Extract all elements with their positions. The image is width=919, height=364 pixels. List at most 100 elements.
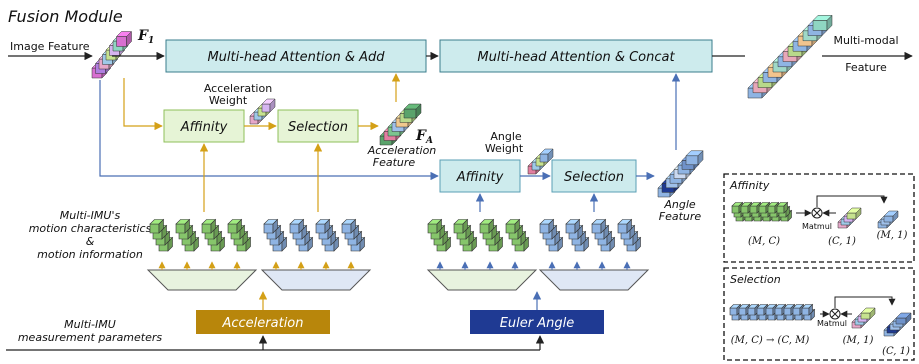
affinity-inset-arrow-3 [816, 195, 888, 207]
angle-blue-c1-r0-front [565, 223, 576, 234]
selection-matmul-label: Matmul [817, 319, 847, 328]
angle-green-c2-r0-side [488, 218, 494, 234]
accel-blue-c0-r0-side [272, 218, 278, 234]
f1-label: F1 [137, 28, 154, 46]
selection-inset-label-2: (M, 1) [843, 335, 874, 346]
insA-mat-c3-r0-front [758, 205, 767, 214]
insS-mat-c8-r0-side [808, 303, 813, 316]
accel-green-c3-r0-front [227, 223, 238, 234]
selection-inset-title: Selection [730, 273, 781, 286]
fa-label: FA [415, 128, 433, 146]
f1-slab-side-7 [126, 30, 132, 48]
affinity-inset-vector [837, 207, 862, 229]
angle-green-c2-r0-front [479, 223, 490, 234]
euler-angle-label: Euler Angle [500, 316, 575, 331]
angfeat-slab-side-7 [697, 150, 704, 166]
accel-green-c1-r0-front [175, 223, 186, 234]
insS-mat-c0-r0-front [729, 307, 738, 316]
angle-affinity-block [439, 159, 521, 193]
image-feature-label: Image Feature [10, 40, 90, 53]
insA-res-slab-side-2 [892, 210, 899, 223]
selection-inset [723, 267, 915, 361]
insS-res-slab-4 [895, 317, 907, 325]
angle-blue-c3-r0-side [626, 218, 632, 234]
insS-mat-c2-r0-front [747, 307, 756, 316]
affinity-inset-label-2: (C, 1) [828, 236, 856, 247]
angle-feature-label-2: Feature [659, 210, 702, 223]
insS-mat-c7-r0-front [792, 307, 801, 316]
angw-slab-3 [539, 153, 549, 163]
accw-slab-3 [261, 103, 271, 113]
insA-vec-slab-side-3 [855, 207, 862, 220]
selection-inset-arrow-3 [834, 296, 896, 308]
accel-weight-stack [249, 98, 276, 125]
out-slab-side-13 [826, 14, 833, 32]
accel-affinity-label: Affinity [180, 120, 228, 135]
accel-weight-label-2: Weight [209, 94, 248, 107]
motion-label-1: Multi-IMU's [60, 209, 121, 222]
mha-concat-label: Multi-head Attention & Concat [477, 50, 675, 65]
selection-inset-result [883, 312, 912, 337]
accw-slab-side-3 [269, 98, 276, 113]
accel-weight-label-1: Acceleration [204, 82, 272, 95]
angle-cubes-blue [539, 218, 642, 252]
angle-selection-label: Selection [564, 170, 624, 185]
affinity-inset-label-3: (M, 1) [877, 230, 908, 241]
affinity-inset-label-1: (M, C) [748, 236, 780, 247]
insS-mat-c4-r0-front [765, 307, 774, 316]
accel-blue-c1-r0-side [298, 218, 304, 234]
insA-mat-c2-r0-front [749, 205, 758, 214]
accel-green-c3-r0-side [236, 218, 242, 234]
accel-green-c1-r0-side [184, 218, 190, 234]
affinity-matmul-label: Matmul [802, 222, 832, 231]
affinity-inset-result [877, 210, 899, 229]
angle-encoder-green [426, 269, 538, 291]
angle-blue-c2-r0-front [591, 223, 602, 234]
euler-angle-block [470, 310, 604, 334]
accel-selection-block [277, 109, 359, 143]
accel-blue-c1-r0-front [289, 223, 300, 234]
imu-params-label-2: measurement parameters [18, 331, 163, 344]
diagram-title: Fusion Module [8, 7, 123, 26]
accel-green-c0-r0-front [149, 223, 160, 234]
accel-cubes-blue [263, 218, 366, 252]
accel-green-c2-r0-front [201, 223, 212, 234]
insA-mat-c5-r0-side [783, 201, 788, 214]
motion-label-4: motion information [37, 248, 143, 261]
angle-green-c0-r0-front [427, 223, 438, 234]
imu-params-label-1: Multi-IMU [64, 318, 116, 331]
accel-green-c2-r0-side [210, 218, 216, 234]
accel-blue-c3-r0-side [350, 218, 356, 234]
angle-blue-c0-r0-side [548, 218, 554, 234]
insA-mat-c5-r0-front [776, 205, 785, 214]
accel-selection-label: Selection [288, 120, 348, 135]
f1-to-angle-affinity-line [99, 80, 439, 181]
affinity-inset-matrix [731, 201, 793, 222]
insA-mat-c1-r0-front [740, 205, 749, 214]
f1-feature-stack [91, 30, 133, 79]
angle-encoder-blue [538, 269, 650, 291]
accel-blue-c2-r0-side [324, 218, 330, 234]
mha-add-label: Multi-head Attention & Add [207, 50, 385, 65]
accel-feature-label-2: Feature [373, 156, 416, 169]
angle-weight-label-1: Angle [490, 130, 522, 143]
angle-cubes-green [427, 218, 530, 252]
insS-mat-c6-r0-front [783, 307, 792, 316]
insS-mat-c5-r0-front [774, 307, 783, 316]
motion-label-3: & [86, 235, 95, 248]
insA-mat-c4-r0-front [767, 205, 776, 214]
insS-mat-c1-r0-front [738, 307, 747, 316]
angle-green-c1-r0-side [462, 218, 468, 234]
f1-to-accel-affinity-line [123, 78, 163, 131]
accel-green-c0-r0-side [158, 218, 164, 234]
angle-blue-c1-r0-side [574, 218, 580, 234]
angle-blue-c0-r0-front [539, 223, 550, 234]
angle-green-c3-r0-front [505, 223, 516, 234]
accfeat-slab-6 [403, 108, 417, 119]
output-label-1: Multi-modal [833, 34, 898, 47]
accel-blue-c2-r0-front [315, 223, 326, 234]
insS-vec-slab-side-3 [869, 307, 876, 320]
angle-blue-c2-r0-side [600, 218, 606, 234]
accel-blue-c3-r0-front [341, 223, 352, 234]
accel-encoder-green [146, 269, 258, 291]
